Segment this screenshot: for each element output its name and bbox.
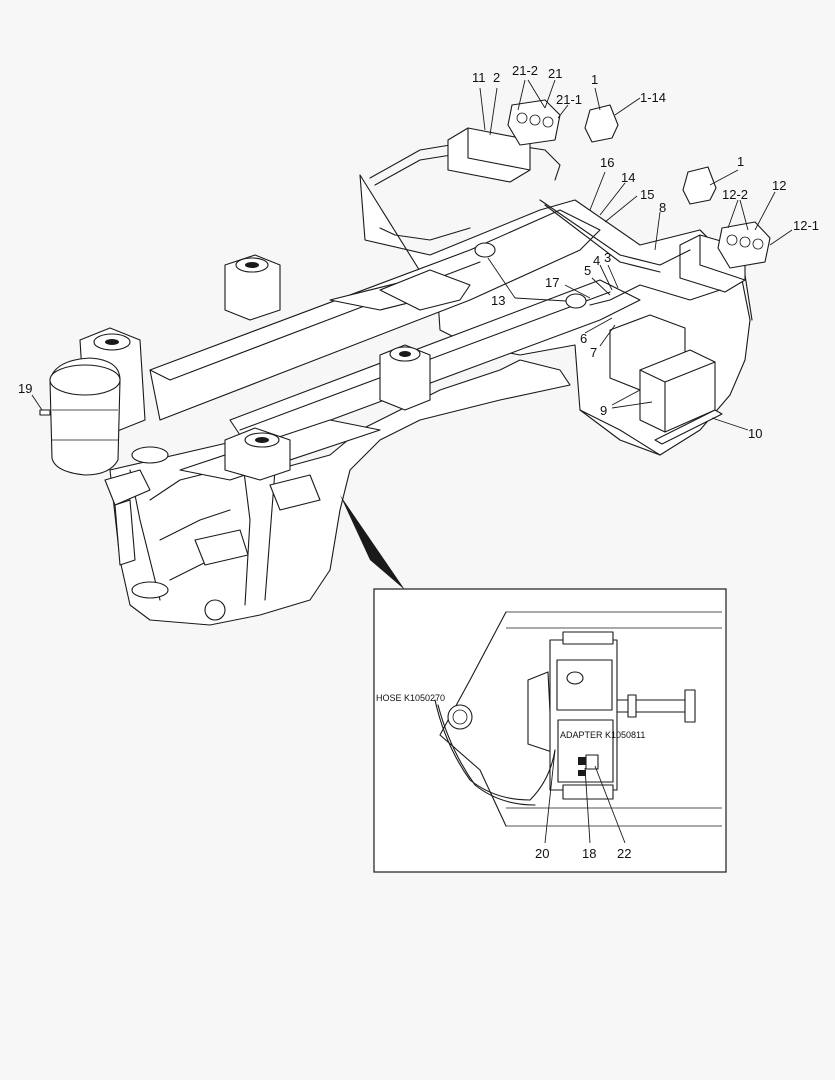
callout-17: 17 — [545, 275, 559, 290]
callout-4: 4 — [593, 253, 600, 268]
adapter-label: ADAPTER K1050811 — [560, 730, 645, 740]
detail-view — [373, 588, 727, 873]
callout-3: 3 — [604, 250, 611, 265]
callout-2: 2 — [493, 70, 500, 85]
callout-7: 7 — [590, 345, 597, 360]
callout-19: 19 — [18, 381, 32, 396]
callout-9: 9 — [600, 403, 607, 418]
callout-1-14: 1-14 — [640, 90, 666, 105]
callout-18: 18 — [582, 846, 596, 861]
callout-11: 11 — [472, 70, 486, 85]
callout-21: 21 — [548, 66, 562, 81]
callout-1-top: 1 — [591, 72, 598, 87]
callout-16: 16 — [600, 155, 614, 170]
callout-22: 22 — [617, 846, 631, 861]
callout-21-2: 21-2 — [512, 63, 538, 78]
callout-21-1: 21-1 — [556, 92, 582, 107]
callout-1-right: 1 — [737, 154, 744, 169]
callout-labels: 11 2 21-2 21 21-1 1 1-14 1 12 12-2 12-1 … — [18, 63, 819, 861]
callout-15: 15 — [640, 187, 654, 202]
frame-assembly — [39, 99, 771, 626]
callout-10: 10 — [748, 426, 762, 441]
callout-13: 13 — [491, 293, 505, 308]
callout-5: 5 — [584, 263, 591, 278]
callout-20: 20 — [535, 846, 549, 861]
callout-12-2: 12-2 — [722, 187, 748, 202]
leader-lines — [31, 79, 793, 844]
callout-6: 6 — [580, 331, 587, 346]
callout-12: 12 — [772, 178, 786, 193]
callout-8: 8 — [659, 200, 666, 215]
callout-12-1: 12-1 — [793, 218, 819, 233]
hose-label: HOSE K1050270 — [376, 693, 445, 703]
callout-14: 14 — [621, 170, 635, 185]
